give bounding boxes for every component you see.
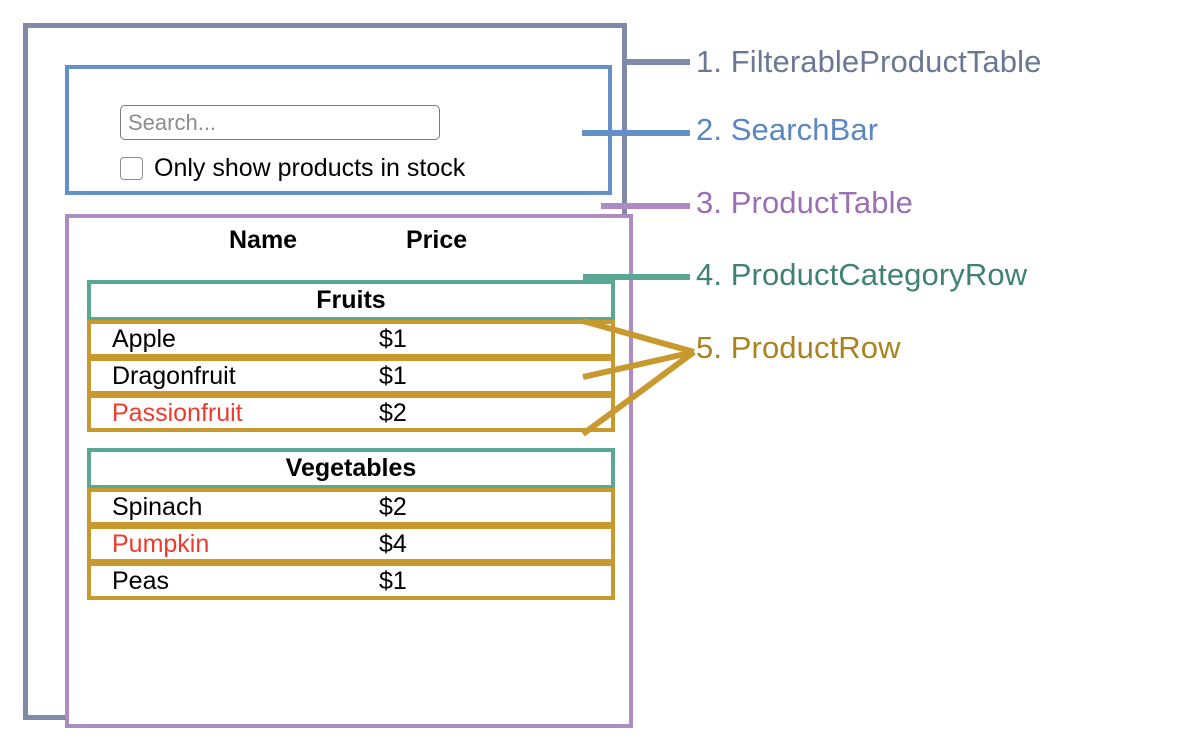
column-header-price: Price [406,226,468,254]
product-name: Peas [112,566,169,595]
filterable-product-table-frame: Only show products in stock Name Price F… [23,23,633,728]
product-price: $1 [379,324,407,353]
category-spacer [87,432,615,448]
legend-item-search-bar: 2. SearchBar [696,112,879,147]
legend-item-product-row: 5. ProductRow [696,330,901,365]
product-name: Spinach [112,492,203,521]
product-row: Pumpkin $4 [87,525,615,563]
product-row: Apple $1 [87,320,615,358]
product-table-body: Fruits Apple $1 Dragonfruit $1 Passionfr… [87,280,615,600]
product-category-row: Vegetables [87,448,615,489]
product-row: Spinach $2 [87,488,615,526]
product-category-row: Fruits [87,280,615,321]
search-bar-frame: Only show products in stock [65,65,612,195]
product-row: Peas $1 [87,562,615,600]
product-price: $2 [379,492,407,521]
product-name: Passionfruit [112,398,243,427]
product-price: $2 [379,398,407,427]
in-stock-checkbox[interactable] [120,157,143,180]
product-table-header: Name Price [69,226,629,272]
product-name: Pumpkin [112,529,210,558]
product-row: Passionfruit $2 [87,394,615,432]
product-price: $1 [379,361,407,390]
product-name: Apple [112,324,176,353]
legend-item-filterable-product-table: 1. FilterableProductTable [696,44,1042,79]
column-header-name: Name [229,226,298,254]
search-input[interactable] [120,105,440,140]
in-stock-checkbox-label: Only show products in stock [154,154,466,182]
product-row: Dragonfruit $1 [87,357,615,395]
product-price: $1 [379,566,407,595]
product-name: Dragonfruit [112,361,236,390]
product-category-label: Vegetables [285,454,417,482]
product-table-frame: Name Price Fruits Apple $1 Dragonfruit $… [65,214,633,728]
legend-item-product-table: 3. ProductTable [696,185,913,220]
in-stock-filter-row[interactable]: Only show products in stock [120,156,465,181]
legend-item-product-category-row: 4. ProductCategoryRow [696,257,1028,292]
product-price: $4 [379,529,407,558]
product-category-label: Fruits [316,286,386,314]
